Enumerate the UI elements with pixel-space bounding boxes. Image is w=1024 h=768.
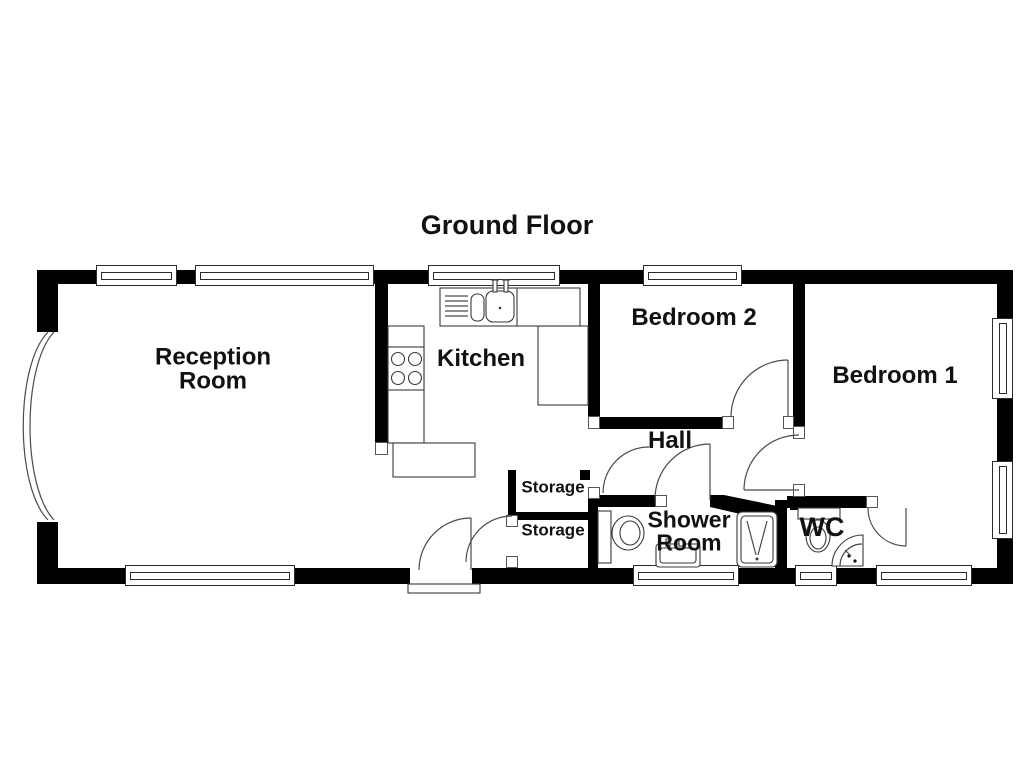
wall <box>740 270 1013 284</box>
window-pane <box>433 271 555 280</box>
window-bedroom1-right-2 <box>992 461 1013 539</box>
toilet-icon <box>597 510 645 564</box>
window-pane <box>648 271 737 280</box>
room-label-line: Reception <box>154 343 272 371</box>
door-jamb <box>588 416 600 429</box>
storage-door-swing-icon <box>465 515 513 563</box>
wall-bedroom-divider <box>793 283 805 427</box>
wall-corner-topleft <box>37 270 58 332</box>
room-label-bedroom2: Bedroom 2 <box>631 303 757 331</box>
wall-shower-top <box>593 495 655 507</box>
room-label-line: Shower <box>647 506 731 533</box>
wc-door-swing-icon <box>867 507 907 547</box>
wall-shower-left <box>588 490 598 568</box>
room-label-line: Room <box>656 530 722 556</box>
wall-bedroom2-left <box>588 283 600 417</box>
wall-storage-left <box>508 470 516 518</box>
room-label-hall: Hall <box>647 426 693 454</box>
window-reception-bottom <box>125 565 295 586</box>
wall-kitchen-divider <box>375 283 388 443</box>
window-bedroom1-right-1 <box>992 318 1013 399</box>
wall <box>37 568 127 584</box>
basin-icon <box>655 538 701 568</box>
window-pane <box>200 271 369 280</box>
room-label-reception: Reception Room <box>154 343 272 395</box>
page-title: Ground Floor <box>420 210 594 241</box>
wall <box>372 270 430 284</box>
wall <box>472 568 635 584</box>
door-jamb <box>506 556 518 568</box>
room-label-storage-lower: Storage <box>521 520 585 540</box>
wall <box>293 568 410 584</box>
door-jamb <box>866 496 878 508</box>
kitchen-sink-icon <box>439 279 581 327</box>
bedroom1-door-swing-icon <box>743 434 800 491</box>
entrance-door-swing-icon <box>407 517 481 594</box>
door-jamb <box>793 426 805 439</box>
door-jamb <box>655 495 667 507</box>
window-pane <box>130 571 290 580</box>
window-pane <box>101 271 172 280</box>
wall-storage-bottom <box>508 512 593 520</box>
entrance-step-icon <box>407 583 481 594</box>
wall <box>997 270 1013 322</box>
wall-bedroom2-bottom <box>600 417 722 429</box>
wall <box>737 568 797 584</box>
room-label-shower-room: Shower Room <box>647 506 731 556</box>
hob-icon <box>387 346 425 391</box>
wall <box>175 270 197 284</box>
window-pane <box>800 571 832 580</box>
door-jamb <box>722 416 734 429</box>
door-jamb <box>375 442 388 455</box>
room-label-storage-upper: Storage <box>521 477 585 497</box>
room-label-bedroom1: Bedroom 1 <box>832 361 958 389</box>
window-shower <box>633 565 739 586</box>
toilet-icon <box>797 507 841 553</box>
wall-wc-top <box>787 496 866 508</box>
shower-tray-icon <box>736 511 778 568</box>
window-wc <box>795 565 837 586</box>
wall <box>997 395 1013 463</box>
window-pane <box>998 323 1007 394</box>
room-label-kitchen: Kitchen <box>436 344 526 372</box>
window-pane <box>638 571 734 580</box>
room-label-line: Room <box>178 368 247 395</box>
shower-door-swing-icon <box>602 443 711 501</box>
bay-window-icon <box>22 331 55 521</box>
window-bedroom1-bottom <box>876 565 972 586</box>
wall <box>558 270 645 284</box>
window-top-1 <box>96 265 177 286</box>
bedroom2-door-swing-icon <box>730 359 789 418</box>
wall <box>835 568 878 584</box>
window-pane <box>998 466 1007 534</box>
wall-stub <box>580 470 590 480</box>
window-pane <box>881 571 967 580</box>
wall <box>997 537 1013 584</box>
corner-basin-icon <box>831 534 864 567</box>
window-bedroom2 <box>643 265 742 286</box>
door-jamb <box>588 487 600 499</box>
room-label-wc: WC <box>799 512 845 543</box>
window-top-2 <box>195 265 374 286</box>
